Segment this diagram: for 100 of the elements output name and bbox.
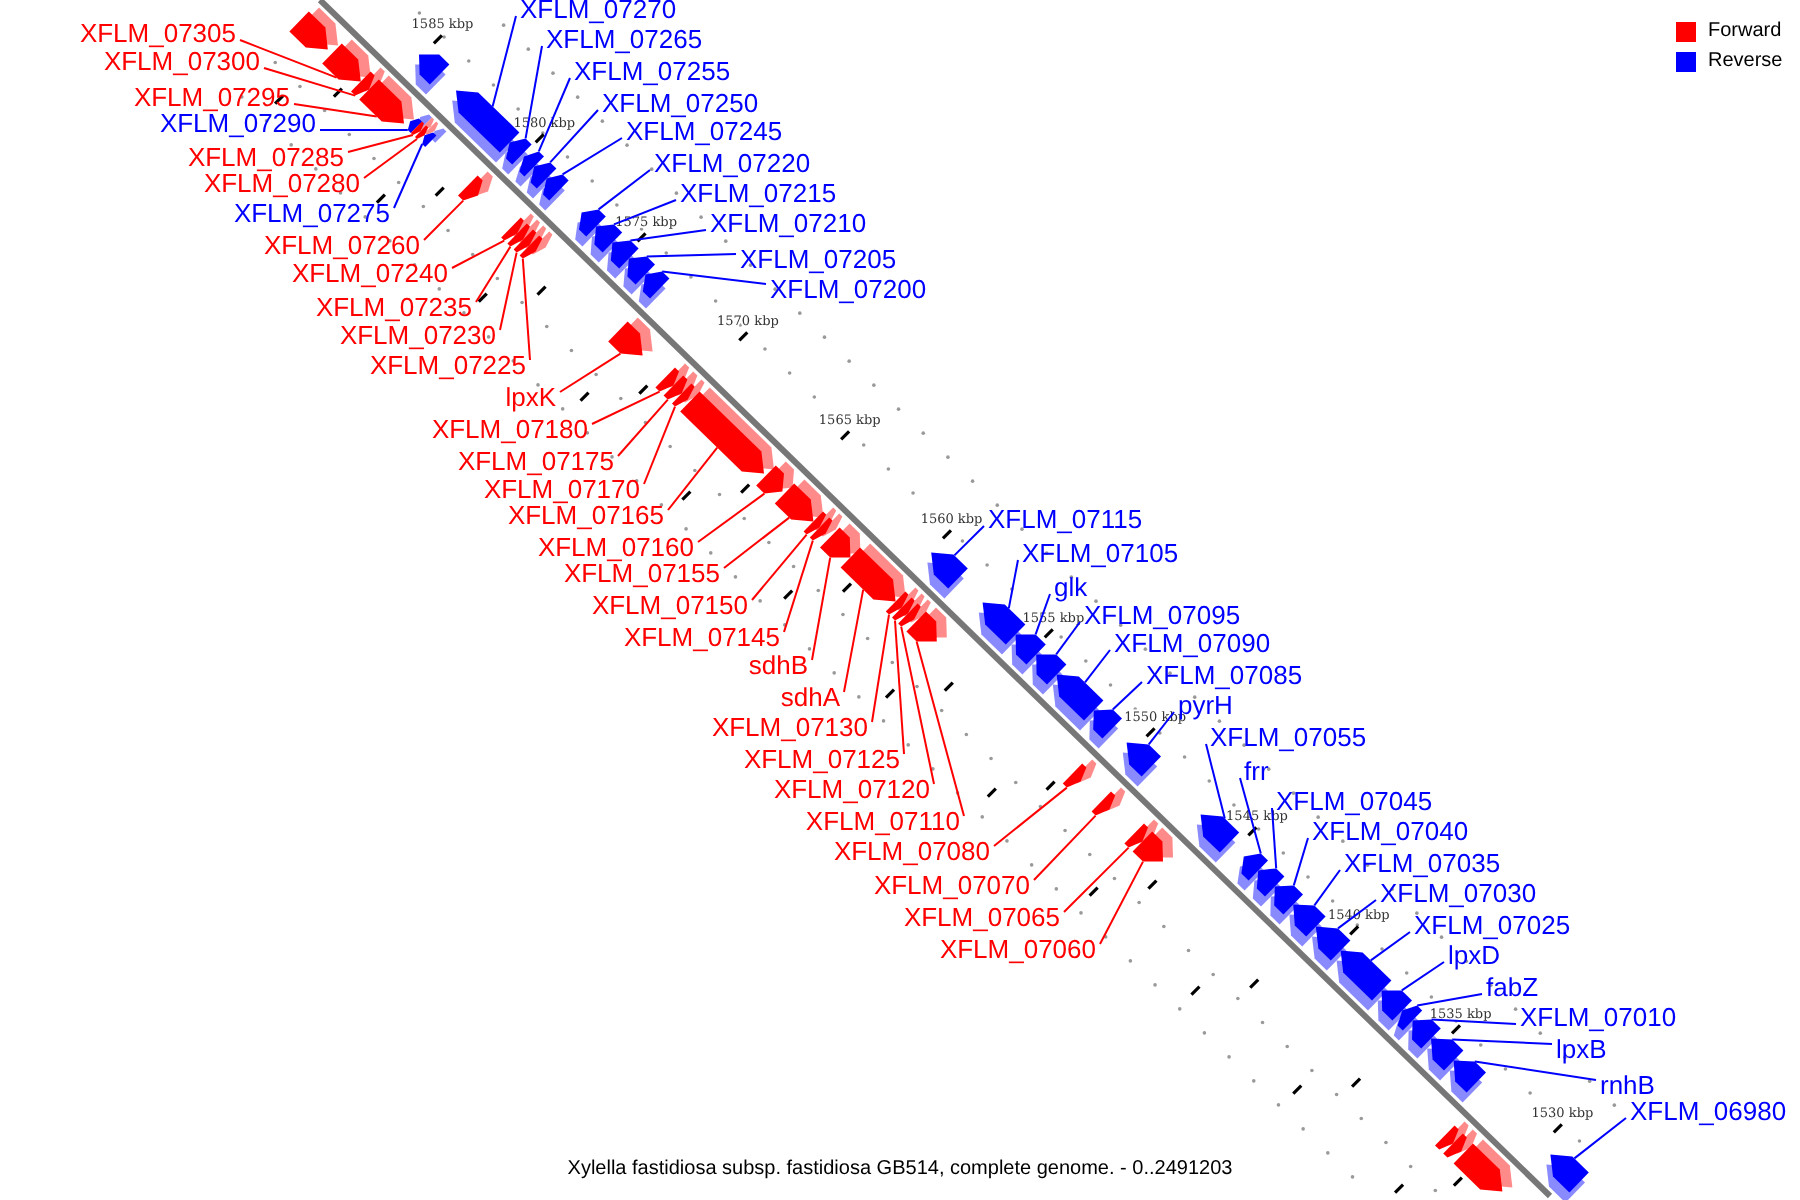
gene-label: XFLM_07280 — [203, 170, 360, 198]
gene-label: XFLM_07105 — [1022, 540, 1179, 568]
leader-line — [1313, 869, 1341, 907]
leader-line — [1416, 993, 1483, 1007]
leader-line — [537, 77, 571, 153]
gene-block — [322, 39, 371, 82]
leader-line — [661, 270, 767, 285]
leader-line — [643, 405, 676, 485]
gene-label: XFLM_06980 — [1630, 1098, 1787, 1126]
gene-label: XFLM_07245 — [626, 118, 783, 146]
gene-label: XFLM_07070 — [873, 872, 1030, 900]
gene-label: XFLM_07110 — [805, 808, 960, 836]
gene-block — [539, 174, 569, 211]
gene-block — [1449, 1060, 1486, 1103]
leader-line — [561, 137, 623, 176]
gene-label: XFLM_07025 — [1414, 912, 1571, 940]
gene-label: XFLM_07295 — [133, 84, 290, 112]
gene-block — [638, 271, 670, 309]
leader-line — [1099, 860, 1144, 945]
gene-label: XFLM_07035 — [1344, 850, 1501, 878]
leader-line — [697, 492, 766, 543]
leader-line — [629, 229, 707, 242]
leader-line — [549, 109, 599, 164]
gene-label: XFLM_07300 — [103, 48, 260, 76]
leader-line — [993, 786, 1068, 847]
leader-line — [591, 390, 661, 425]
gene-label: XFLM_07265 — [546, 26, 703, 54]
leader-line — [645, 253, 737, 258]
gene-label: lpxD — [1448, 942, 1501, 970]
gene-block — [415, 121, 439, 139]
gene-block — [927, 552, 968, 599]
gene-label: XFLM_07080 — [833, 838, 990, 866]
leader-line — [1400, 961, 1445, 992]
gene-label: XFLM_07120 — [773, 776, 930, 804]
gene-block — [820, 523, 861, 558]
leader-line — [1271, 807, 1278, 870]
leader-line — [900, 625, 935, 785]
gene-label: XFLM_07150 — [591, 592, 748, 620]
leader-line — [1292, 837, 1309, 887]
leader-line — [613, 199, 677, 226]
gene-label: XFLM_07145 — [623, 624, 780, 652]
leader-line — [751, 533, 808, 601]
gene-label: XFLM_07030 — [1380, 880, 1537, 908]
gene-label: XFLM_07285 — [187, 144, 344, 172]
gene-label: fabZ — [1486, 974, 1539, 1002]
leader-line — [1007, 559, 1019, 610]
gene-block — [840, 543, 906, 602]
leader-line — [239, 39, 338, 79]
leader-line — [597, 169, 651, 211]
leader-line — [319, 129, 409, 131]
gene-label: XFLM_07160 — [537, 534, 694, 562]
leader-line — [871, 613, 890, 723]
gene-label: sdhB — [748, 652, 808, 680]
gene-label: XFLM_07290 — [159, 110, 316, 138]
gene-label: XFLM_07175 — [457, 448, 614, 476]
leader-line — [723, 516, 791, 569]
gene-block — [422, 128, 447, 147]
gene-label: lpxB — [1556, 1036, 1607, 1064]
gene-label: rnhB — [1600, 1072, 1655, 1100]
gene-label: XFLM_07085 — [1146, 662, 1303, 690]
gene-block — [1091, 787, 1126, 816]
gene-block — [289, 7, 338, 50]
gene-label: glk — [1054, 574, 1088, 602]
gene-label: XFLM_07060 — [939, 936, 1096, 964]
gene-block — [906, 607, 947, 642]
gene-label: XFLM_07130 — [711, 714, 868, 742]
gene-label: XFLM_07215 — [680, 180, 837, 208]
leader-line — [451, 239, 506, 269]
leader-line — [783, 539, 814, 633]
gene-block — [774, 479, 824, 522]
gene-block — [1089, 709, 1122, 749]
gene-label: XFLM_07115 — [988, 506, 1143, 534]
gene-label: XFLM_07220 — [654, 150, 811, 178]
leader-line — [263, 67, 357, 97]
gene-label: XFLM_07210 — [710, 210, 867, 238]
gene-block — [1453, 1139, 1513, 1192]
gene-label: XFLM_07055 — [1210, 724, 1367, 752]
leader-line — [1147, 711, 1175, 746]
gene-block — [1062, 759, 1097, 788]
gene-block — [1336, 950, 1392, 1011]
leader-line — [1033, 814, 1097, 881]
leader-line — [1473, 1060, 1597, 1081]
leader-line — [617, 398, 669, 457]
leader-line — [423, 199, 465, 241]
leader-line — [667, 446, 719, 511]
gene-block — [458, 171, 493, 201]
legend-label: Forward — [1708, 20, 1782, 42]
leader-line — [347, 134, 414, 153]
gene-label: XFLM_07260 — [263, 232, 420, 260]
gene-label: XFLM_07270 — [520, 0, 677, 24]
gene-block — [519, 231, 553, 259]
gene-label: lpxK — [505, 384, 556, 412]
gene-block — [608, 317, 653, 356]
leader-line — [521, 257, 531, 361]
leader-line — [843, 588, 865, 693]
leader-line — [811, 556, 832, 661]
leader-line — [1111, 681, 1143, 711]
gene-block — [680, 387, 774, 474]
gene-label: XFLM_07170 — [483, 476, 640, 504]
gene-label: sdhA — [780, 684, 840, 712]
